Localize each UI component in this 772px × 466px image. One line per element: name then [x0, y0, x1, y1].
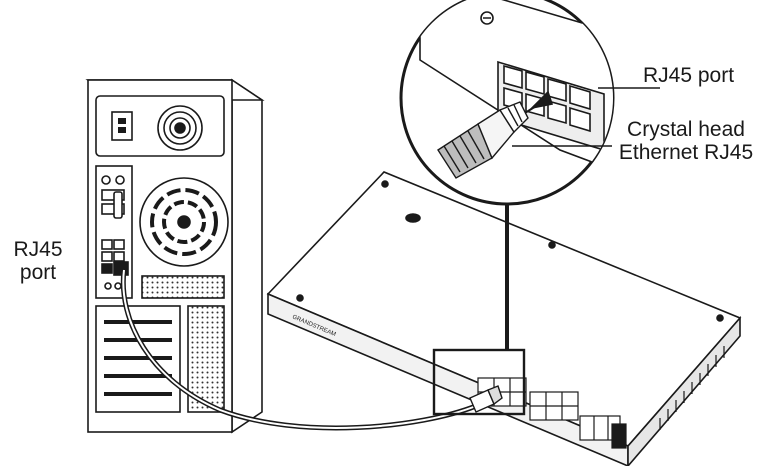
- switch-rj45-port-label: RJ45 port: [643, 64, 735, 87]
- rj45-connector-icon: [437, 101, 529, 179]
- crystal-head-label-line2: Ethernet RJ45: [618, 141, 754, 164]
- magnifier-callout-icon: [399, 0, 615, 206]
- pc-rj45-port-label-line2: port: [19, 261, 57, 284]
- port-highlight-box: [432, 348, 526, 416]
- pc-rj45-port-label-line1: RJ45: [13, 238, 63, 261]
- network-switch-icon: [266, 171, 742, 466]
- pc-tower-icon: [85, 78, 265, 434]
- crystal-head-label: Crystal head Ethernet RJ45: [604, 118, 768, 164]
- pc-rj45-port-label: RJ45 port: [8, 238, 68, 284]
- rj45-connector-small-icon: [469, 385, 503, 413]
- crystal-head-label-line1: Crystal head: [627, 118, 745, 141]
